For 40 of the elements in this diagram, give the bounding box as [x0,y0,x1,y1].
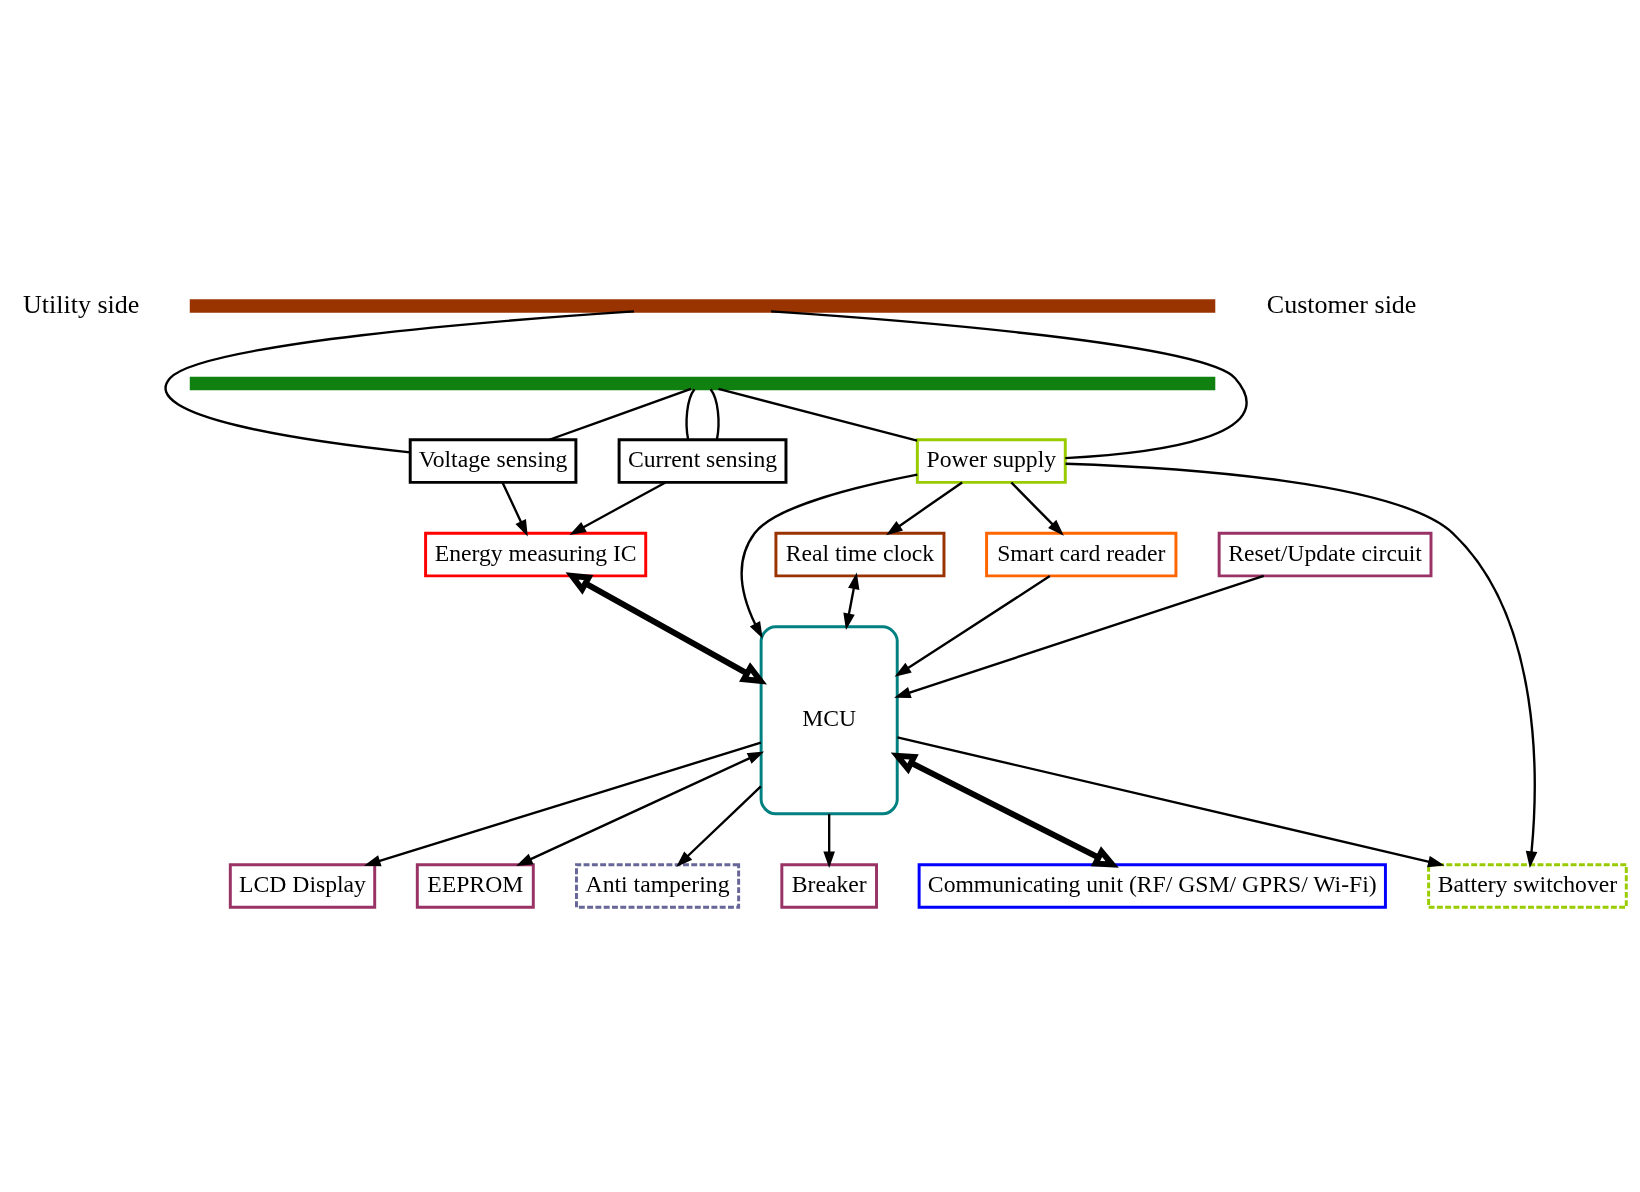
connector [685,388,696,440]
node-box: Anti tampering [575,863,741,909]
arrow [676,785,762,868]
arrow [894,575,1051,677]
connector [548,387,692,441]
node-bar [189,376,1216,391]
node-box: MCU [759,625,899,816]
node-box: LCD Display [228,863,377,909]
node-box: Communicating unit (RF/ GSM/ GPRS/ Wi-Fi) [917,863,1387,909]
arrow [890,752,1119,868]
arrow [897,736,1445,868]
arrow [740,473,918,639]
arrow [894,574,1265,699]
arrow [516,751,765,866]
arrow [565,572,767,685]
connector [165,310,635,454]
node-bar [189,299,1216,313]
node-box: Power supply [915,438,1067,484]
arrow [569,481,667,535]
label: Utility side [23,289,140,319]
node-box: Voltage sensing [408,438,578,484]
connector [718,387,918,442]
arrow [501,482,528,537]
node-box: EEPROM [415,863,535,909]
node-box: Current sensing [617,438,788,484]
arrow [843,572,860,630]
node-box: Smart card reader [985,531,1178,578]
label: Customer side [1266,289,1417,319]
node-box: Breaker [780,863,878,909]
connector [771,310,1248,460]
arrow [1065,462,1538,868]
arrow [823,814,835,869]
node-box: Real time clock [774,531,946,578]
node-box: Energy measuring IC [424,531,648,578]
arrow [1010,481,1064,536]
connector [709,388,720,440]
arrow [886,481,963,536]
arrow [363,741,762,867]
node-box: Reset/Update circuit [1217,531,1433,578]
node-box: Battery switchover [1427,863,1628,909]
